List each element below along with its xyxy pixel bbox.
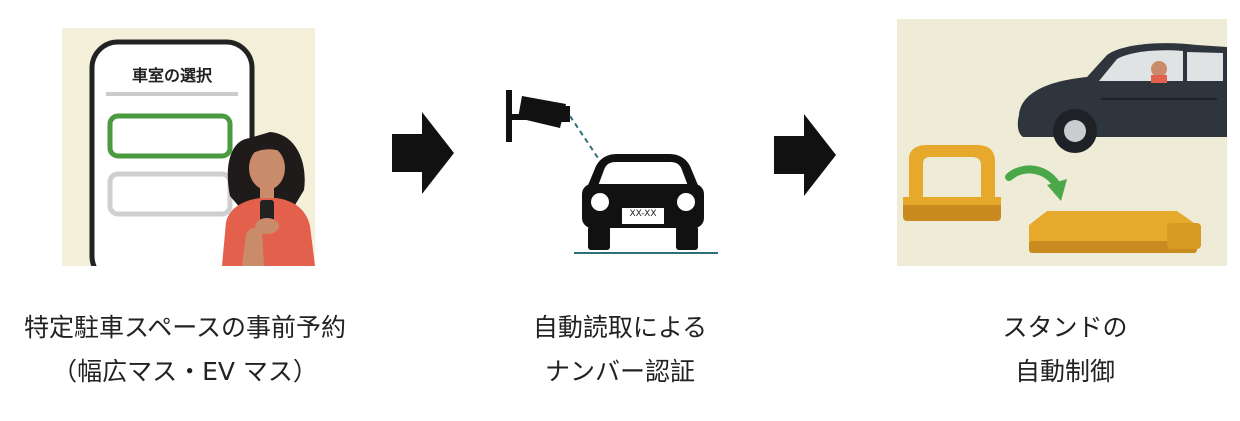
car-side-icon: [1017, 43, 1227, 153]
arrow-right-icon: [774, 114, 836, 196]
parking-stand-icon: [903, 145, 1001, 221]
step-stand-illustration: [897, 19, 1227, 266]
step-reservation-illustration: 車室の選択: [62, 28, 315, 266]
car-front-icon: [582, 154, 704, 250]
step-reservation-caption: 特定駐車スペースの事前予約 （幅広マス・EV マス）: [0, 306, 370, 394]
step-recognition-caption: 自動読取による ナンバー認証: [510, 306, 730, 394]
person-icon: [222, 132, 315, 266]
step-stand-caption: スタンドの 自動制御: [960, 306, 1170, 394]
caption-line: （幅広マス・EV マス）: [52, 357, 318, 386]
phone-header-title: 車室の選択: [131, 66, 212, 85]
plate-recognition-illustration: [506, 90, 718, 254]
security-camera-icon: [506, 90, 570, 142]
license-plate-text: XX-XX: [629, 209, 657, 219]
arrow-right-icon: [392, 112, 454, 194]
caption-line: ナンバー認証: [544, 357, 695, 386]
caption-line: スタンドの: [1002, 313, 1128, 342]
caption-line: 自動制御: [1014, 357, 1115, 386]
caption-line: 特定駐車スペースの事前予約: [23, 313, 346, 342]
parking-stand-icon: [1029, 211, 1201, 253]
caption-line: 自動読取による: [532, 313, 708, 342]
curved-arrow-icon: [1005, 165, 1067, 201]
